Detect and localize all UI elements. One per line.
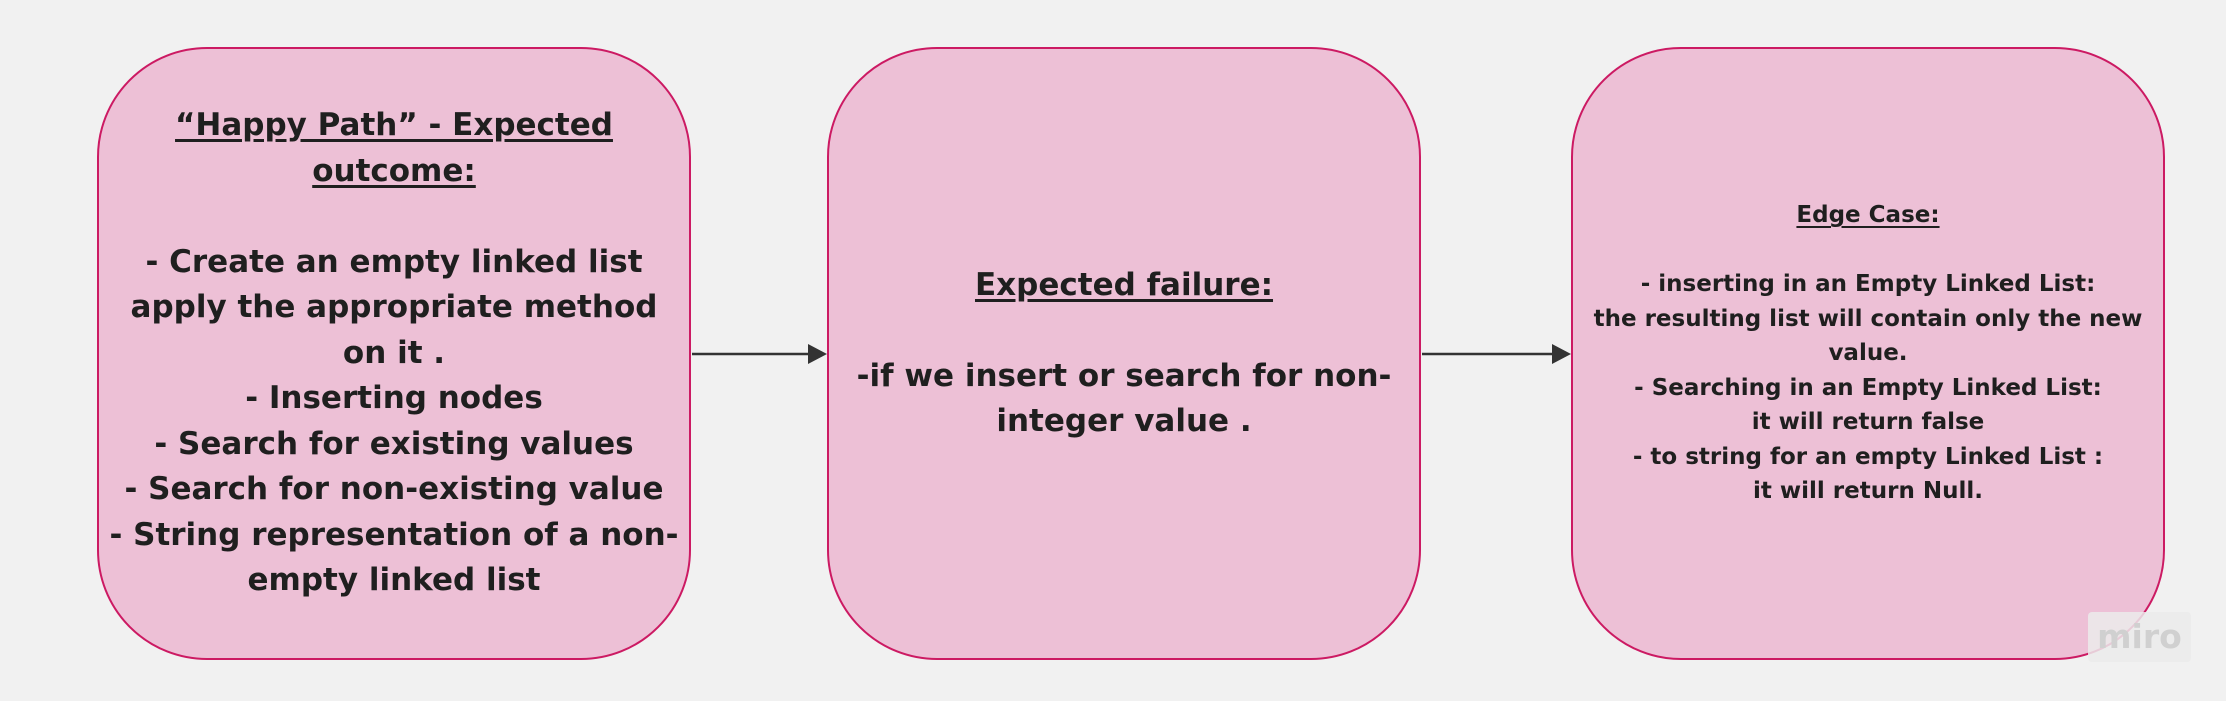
card-title-line: Expected failure: [974, 266, 1274, 303]
card-body-line: -if we insert or search for non- [856, 357, 1392, 394]
expected-failure-card[interactable]: Expected failure: -if we insert or searc… [827, 47, 1421, 660]
card-body-line: - Searching in an Empty Linked List: [1634, 374, 2102, 401]
arrow-card1-to-card2[interactable] [692, 344, 827, 364]
card-body-line: - Search for existing values [154, 425, 634, 462]
card-body-line: apply the appropriate method [130, 289, 658, 326]
card-body-line: it will return false [1751, 409, 1985, 436]
arrow-card2-to-card3[interactable] [1422, 344, 1571, 364]
card-title-line: “Happy Path” - Expected [175, 107, 613, 144]
miro-watermark-logo: miro [2088, 612, 2191, 662]
happy-path-card[interactable]: “Happy Path” - Expected outcome: - Creat… [97, 47, 691, 660]
card-body-line: - to string for an empty Linked List : [1632, 443, 2104, 470]
card-title-line: outcome: [312, 152, 476, 189]
edge-case-card[interactable]: Edge Case: - inserting in an Empty Linke… [1571, 47, 2165, 660]
card-body-line: value. [1828, 340, 1908, 367]
card-body-line: - Create an empty linked list [145, 243, 643, 280]
card-body-line: - String representation of a non- [109, 516, 679, 553]
card-body-line: the resulting list will contain only the… [1593, 305, 2143, 332]
card-body-line: - Inserting nodes [245, 380, 543, 417]
card-body-line: integer value . [996, 403, 1252, 439]
card-body-line: it will return Null. [1753, 478, 1983, 505]
card-body-line: empty linked list [247, 562, 541, 599]
card-body-line: - Search for non-existing value [124, 471, 664, 508]
card-body-line: on it . [342, 334, 446, 371]
card-body-line: - inserting in an Empty Linked List: [1640, 271, 2096, 298]
card-title-line: Edge Case: [1796, 202, 1940, 229]
